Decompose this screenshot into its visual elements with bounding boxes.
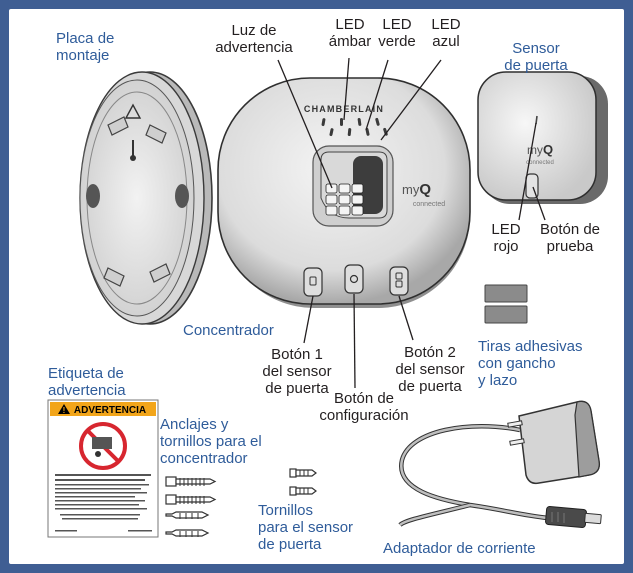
wall-anchor-icon — [165, 529, 210, 537]
label-sensor-button-1: Botón 1 del sensor de puerta — [262, 346, 332, 397]
label-led-blue: LED azul — [431, 16, 461, 50]
sensor-logo-subtitle: connected — [526, 160, 554, 166]
label-adhesive-strips: Tiras adhesivas con gancho y lazo — [478, 338, 583, 389]
gear-icon — [349, 274, 359, 284]
plug-prong-icon — [507, 420, 523, 428]
short-screw-icon — [289, 468, 317, 478]
label-sensor-screws: Tornillos para el sensor de puerta — [258, 502, 354, 553]
led-vents — [321, 117, 388, 137]
warning-light-led-grid — [325, 183, 364, 216]
mounting-plate — [79, 71, 213, 325]
long-screw-icon — [165, 476, 217, 487]
warning-sticker-title: ADVERTENCIA — [74, 405, 146, 416]
label-sensor-button-2: Botón 2 del sensor de puerta — [395, 344, 465, 395]
myq-logo-subtitle: connected — [413, 201, 445, 208]
clip-tab-icon — [145, 124, 167, 144]
config-button[interactable] — [344, 264, 364, 294]
hub-device: CHAMBERLAIN myQ connected — [217, 77, 471, 308]
red-led-indicator — [535, 115, 538, 125]
mounting-hole-icon — [175, 184, 189, 208]
svg-text:!: ! — [63, 406, 66, 415]
clip-tab-icon — [149, 263, 171, 283]
label-door-sensor: Sensor de puerta — [504, 40, 568, 74]
myq-logo-text: myQ — [402, 181, 431, 198]
label-warning-light: Luz de advertencia — [215, 22, 293, 56]
label-led-green: LED verde — [378, 16, 416, 50]
sensor-screws — [289, 468, 317, 496]
power-adapter — [398, 400, 602, 528]
label-test-button: Botón de prueba — [539, 221, 601, 255]
label-config-button: Botón de configuración — [319, 390, 409, 424]
wall-anchor-icon — [165, 511, 210, 519]
label-mounting-plate: Placa de montaje — [56, 30, 115, 64]
adhesive-strips — [484, 284, 528, 324]
door-sensor: myQ connected — [477, 71, 608, 204]
warning-triangle-icon — [58, 404, 70, 414]
clip-tab-icon — [107, 116, 129, 136]
label-hub-anchors: Anclajes y tornillos para el concentrado… — [160, 416, 262, 467]
mounting-hole-icon — [86, 184, 100, 208]
screw-slot-icon — [130, 155, 136, 161]
warning-sticker: ! ADVERTENCIA — [47, 399, 159, 538]
label-warning-sticker: Etiqueta de advertencia — [48, 365, 126, 399]
label-led-amber: LED ámbar — [328, 16, 372, 50]
brand-logo: CHAMBERLAIN — [304, 104, 384, 114]
clip-tab-icon — [103, 267, 125, 287]
triangle-mark-icon — [124, 103, 142, 119]
hub-anchors-screws — [165, 476, 217, 537]
plug-prong-icon — [509, 438, 525, 446]
label-hub: Concentrador — [183, 322, 274, 339]
long-screw-icon — [165, 494, 217, 505]
label-power-adapter: Adaptador de corriente — [383, 540, 536, 557]
sensor-button-1[interactable] — [303, 267, 323, 297]
short-screw-icon — [289, 486, 317, 496]
label-led-red: LED rojo — [491, 221, 521, 255]
sticker-text-lines — [55, 474, 152, 532]
leader-lines — [277, 57, 546, 389]
